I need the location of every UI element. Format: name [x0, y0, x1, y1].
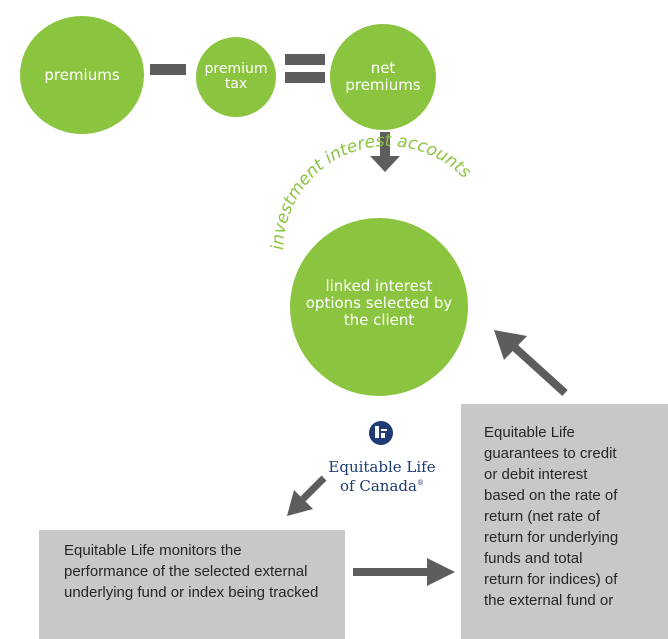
logo-line-2: of Canada: [340, 477, 417, 495]
premiums-label: premiums: [44, 66, 120, 84]
up-left-arrow: [494, 330, 568, 396]
equitable-life-logo-icon: [369, 421, 393, 445]
logo-trademark: ®: [416, 479, 424, 487]
net-premiums-label: net premiums: [345, 59, 421, 94]
logo-line-1: Equitable Life: [328, 458, 436, 476]
guarantee-text: Equitable Life guarantees to credit or d…: [484, 424, 619, 609]
logo-line-2-wrap: of Canada®: [322, 475, 442, 494]
investment-interest-accounts-label: investment interest accounts: [268, 131, 475, 250]
linked-interest-label: linked interest options selected by the …: [305, 276, 453, 329]
monitor-box: Equitable Life monitors the performance …: [39, 530, 345, 639]
premium-tax-circle: premium tax: [196, 37, 276, 117]
guarantee-box: Equitable Life guarantees to credit or d…: [461, 404, 668, 639]
down-left-arrow: [287, 475, 327, 516]
net-premiums-circle: net premiums: [330, 24, 436, 130]
equitable-life-logo: Equitable Life of Canada®: [322, 459, 442, 494]
premium-tax-label: premium tax: [204, 61, 268, 92]
equals-sign-top: [285, 54, 325, 65]
premiums-circle: premiums: [20, 16, 144, 134]
minus-sign: [150, 64, 186, 75]
linked-interest-circle: linked interest options selected by the …: [290, 218, 468, 396]
right-arrow: [353, 558, 455, 586]
down-arrow: [370, 132, 400, 172]
equals-sign-bottom: [285, 72, 325, 83]
monitor-text: Equitable Life monitors the performance …: [64, 542, 319, 601]
